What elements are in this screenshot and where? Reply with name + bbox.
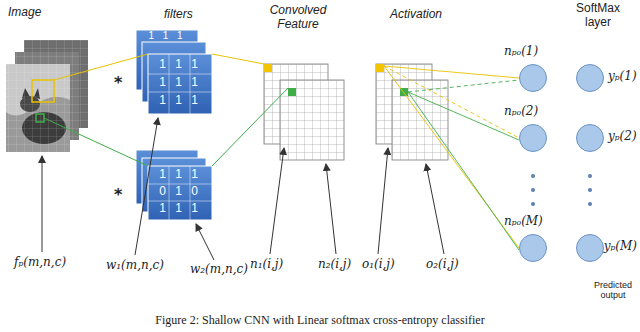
filter-stack [136,150,212,220]
softmax-neuron: nₚₒ(1) [519,64,547,92]
filter-stack [136,30,212,114]
softmax-neuron: yₚ(1) [576,64,604,92]
figure-caption: Figure 2: Shallow CNN with Linear softma… [0,314,640,328]
filter-value-row: 1 1 1 [148,202,212,216]
panel-title: filters [164,8,193,22]
symbol-label: fₚ(m,n,c) [14,256,66,270]
softmax-neuron: nₚₒ(2) [519,124,547,152]
symbol-label: o₁(i,j) [362,258,395,272]
neuron-label: nₚₒ(M) [504,215,543,229]
symbol-label: w₂(m,n,c) [190,263,248,277]
softmax-neuron: yₚ(M) [576,234,604,262]
panel-title: Activation [390,8,442,22]
neuron-label: nₚₒ(2) [504,105,538,119]
symbol-label: n₁(i,j) [250,258,283,272]
filter-value-row: 1 1 1 [148,94,212,108]
neuron-label: yₚ(M) [604,240,637,254]
panel-title: Image [8,6,41,20]
filter-value-row: 1 1 1 [148,76,212,90]
filter-value-row: 0 1 0 [148,185,212,199]
activation-map [376,64,448,160]
panel-title: SoftMax layer [566,2,630,30]
filter-value-row: 1 1 1 [148,168,212,182]
softmax-neuron: nₚₒ(M) [519,234,547,262]
neuron-label: nₚₒ(1) [504,45,538,59]
ellipsis-dots [531,174,592,206]
symbol-label: w₁(m,n,c) [106,259,164,273]
filter-value-row: 1 1 1 [148,58,212,72]
pointer-arrow [42,118,444,260]
neuron-label: yₚ(2) [608,130,637,144]
output-note: Predicted output [590,280,636,301]
convolution-symbol: * [114,74,122,92]
filter-value-row: 1 1 1 [136,30,198,42]
feature-map [264,64,344,160]
symbol-label: o₂(i,j) [426,258,459,272]
input-image [6,40,88,152]
panel-title: Convolved Feature [262,4,334,32]
receptive-field-line [44,54,288,166]
symbol-label: n₂(i,j) [318,258,351,272]
convolution-symbol: * [114,186,122,204]
softmax-neuron: yₚ(2) [576,124,604,152]
dense-connection [384,66,519,250]
neuron-label: yₚ(1) [608,70,637,84]
